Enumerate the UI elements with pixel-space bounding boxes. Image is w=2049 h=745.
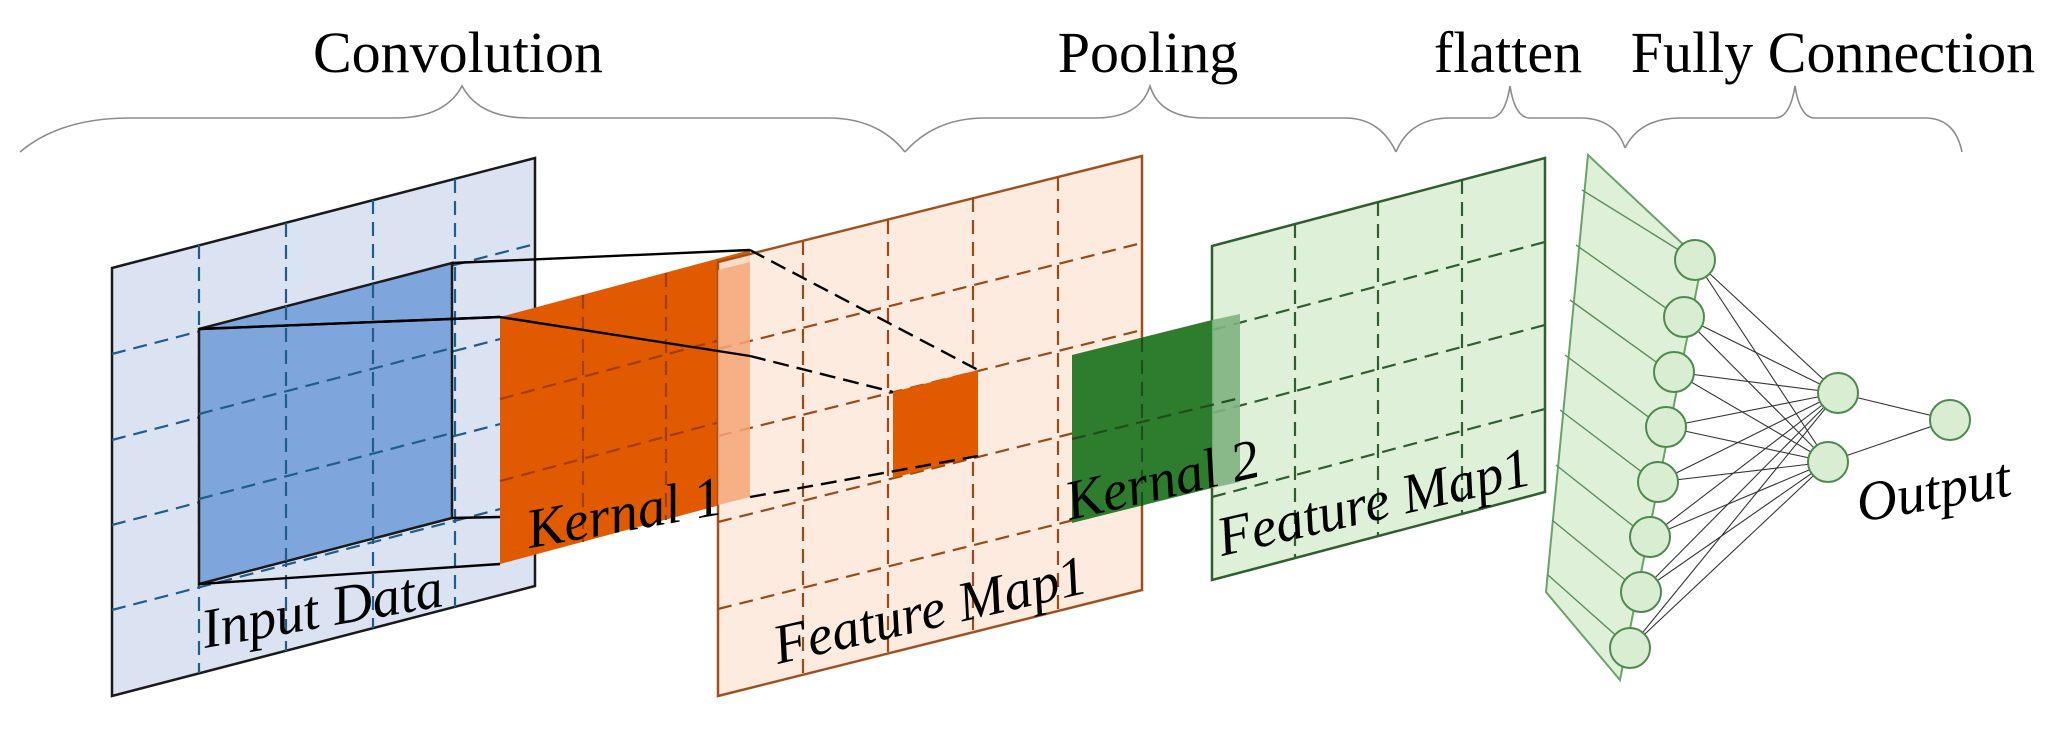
flatten-neuron [1629,516,1671,558]
network-edge [1683,316,1829,463]
hidden-neuron [1817,372,1859,414]
flatten-neuron [1609,627,1651,669]
connector-line [451,248,751,265]
flatten-stripe [1555,464,1648,538]
network-edge [1673,371,1839,394]
kernel1-shape [500,250,750,564]
hidden-neuron [1807,441,1849,483]
feature-map1-grid-line [717,501,1143,611]
flatten-neuron [1637,461,1679,503]
connector-line [198,315,501,331]
feature-map1-panel [716,154,1144,698]
section-braces [19,83,1963,153]
flatten-neuron [1674,239,1716,281]
network-edge [1629,392,1839,649]
network-edges [1629,259,1951,649]
flatten-neuron [1653,351,1695,393]
connector-line [499,315,751,358]
input-grid-line [111,413,536,527]
brace-convolution [19,84,906,153]
network-edge [1827,419,1951,463]
label-output: Output [1851,446,2016,534]
feature-map2-grid-line [1211,407,1546,499]
connector-line [198,562,501,586]
network-edge [1629,461,1829,649]
brace-flatten [1395,85,1626,153]
output-neuron [1929,399,1971,441]
feature-map1-grid-line [717,328,1143,438]
network-edge [1640,392,1839,593]
network-edge [1673,371,1829,463]
header-flatten: flatten [1434,20,1582,85]
section-headers: Convolution Pooling flatten Fully Connec… [313,20,2035,85]
kernel2-panel [1071,314,1241,523]
flatten-neuron [1663,296,1705,338]
feature-map2-grid-line [1211,323,1546,415]
flatten-strip [1544,152,1704,683]
network-edge [1649,461,1829,538]
brace-pooling [904,83,1397,153]
header-fully-connection: Fully Connection [1631,20,2035,85]
network-edge [1649,392,1839,538]
header-convolution: Convolution [313,20,603,85]
network-edge [1694,259,1829,463]
feature-map1-grid-line [717,414,1143,524]
connector-dashed-line [749,248,979,372]
brace-fully-connection [1624,85,1963,153]
network-edge [1694,259,1839,394]
flatten-stripe [1564,354,1663,428]
feature-map1-output-cell [893,370,978,478]
feature-map2-grid-line [1211,240,1546,332]
flatten-stripe [1559,409,1656,483]
flatten-neuron [1620,571,1662,613]
network-edge [1657,392,1839,483]
flatten-layer [1544,152,1704,683]
connector-line [451,515,501,520]
feature-map2-panel [1210,156,1547,582]
network-edge [1657,461,1829,483]
network-edge [1683,316,1839,394]
kernel1-panel [499,250,751,564]
network-edge [1640,461,1829,593]
kernel1-overlap [718,262,750,505]
feature-map1-grid-line [717,241,1143,351]
flatten-stripe [1569,299,1671,373]
network-neurons [1609,239,1971,669]
kernel2-grid-line [1071,396,1241,441]
header-pooling: Pooling [1058,20,1239,85]
flatten-neuron [1645,406,1687,448]
network-edge [1665,392,1839,428]
flatten-stripe [1575,244,1681,319]
connector-dashed-line [749,454,979,499]
input-data-panel [110,156,537,698]
network-edge [1665,426,1829,463]
flatten-stripe [1581,189,1696,261]
connector-dashed-line [749,354,894,394]
input-grid-line [111,328,536,442]
connection-lines [198,248,979,586]
